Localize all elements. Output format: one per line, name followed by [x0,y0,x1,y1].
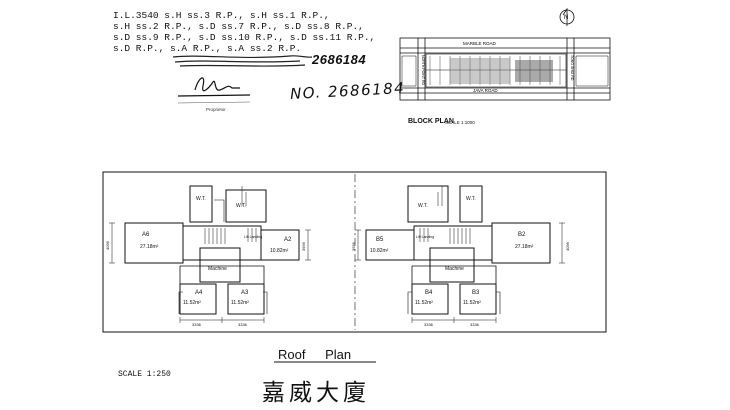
unit-a6: A6 [142,232,150,238]
signature [177,77,251,97]
unit-a2: A2 [284,237,292,243]
proprietor-caption: Proprietor [206,107,226,112]
scribble-strike [172,55,313,67]
drawing-frame [102,171,607,333]
block-plan-scale: SCALE 1:1000 [445,120,475,125]
unit-b5-area: 10.82m² [370,248,389,254]
left-lift: Lift Landing [244,235,262,239]
unit-b4-area: 11.52m² [415,300,433,306]
left-dim-height: 4096 [105,240,110,250]
road-java: JAVA ROAD [473,88,498,93]
left-dim-a3: 3336 [238,322,248,327]
left-wt: W.T. [236,203,246,209]
right-lift: Lift Landing [416,235,434,239]
left-wing [109,185,311,323]
unit-b2-area: 27.18m² [515,244,534,250]
roof-plan-title: Roof Plan [278,347,352,362]
left-wt-small: W.T. [196,196,206,202]
building-name: 嘉威大廈 [262,380,370,406]
road-marble: MARBLE ROAD [463,41,497,46]
left-dim-a2: 3956 [301,241,306,251]
right-machine: Machine [445,266,464,272]
right-dim-b5: 3956 [351,241,356,251]
left-dim-a4: 3336 [192,322,202,327]
block-plan-title: BLOCK PLAN [408,118,454,125]
unit-b3-area: 11.52m² [463,300,481,306]
lot-line-4: s.D R.P., s.A R.P., s.A ss.2 R.P. [113,43,302,54]
lot-line-3: s.D ss.9 R.P., s.D ss.10 R.P., s.D ss.11… [113,32,376,43]
right-dim-b4: 3336 [424,322,434,327]
unit-b4: B4 [425,290,433,296]
unit-a4: A4 [195,290,203,296]
right-wt: W.T. [418,203,428,209]
unit-b2: B2 [518,232,526,238]
lot-line-1: I.L.3540 s.H ss.3 R.P., s.H ss.1 R.P., [113,10,330,21]
lot-line-2: s.H ss.2 R.P., s.D ss.7 R.P., s.D ss.8 R… [113,21,364,32]
unit-a6-area: 27.18m² [140,244,159,250]
road-north-point: NORTH POINT RD [421,55,425,85]
unit-a2-area: 10.82m² [270,248,289,254]
unit-a3-area: 11.52m² [231,300,249,306]
north-arrow [559,7,575,26]
right-wing [355,185,565,323]
north-label: N [564,15,568,21]
road-tong-shui: TONG SHUI RD [570,55,574,81]
unit-a3: A3 [241,290,249,296]
lot-description: I.L.3540 s.H ss.3 R.P., s.H ss.1 R.P., s… [113,10,375,54]
right-dim-height: 4096 [565,241,570,251]
unit-b3: B3 [472,290,480,296]
right-wt-small: W.T. [466,196,476,202]
registration-stamp-number: 2686184 [312,52,367,67]
unit-b5: B5 [376,237,384,243]
scale-text: SCALE 1:250 [118,370,171,379]
right-dim-b3: 3336 [470,322,480,327]
left-machine: Machine [208,266,227,272]
unit-a4-area: 11.52m² [183,300,201,306]
